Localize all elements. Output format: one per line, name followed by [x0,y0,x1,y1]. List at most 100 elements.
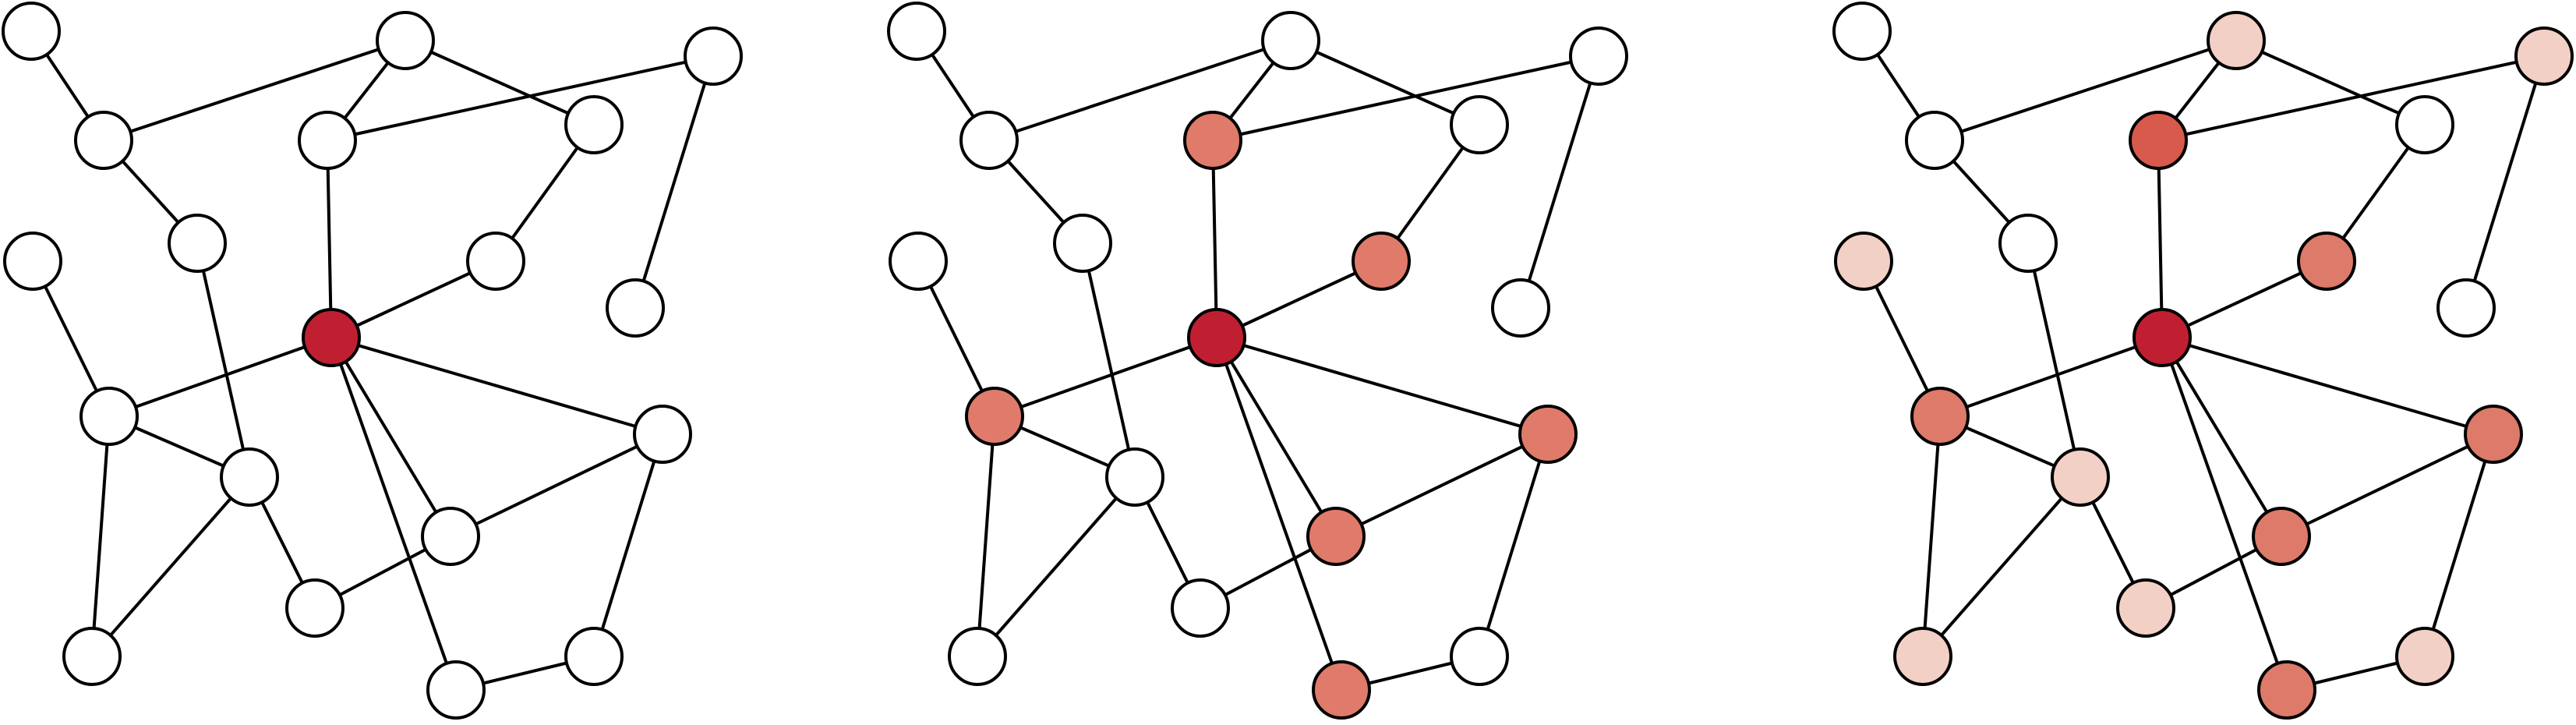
graph-node [959,111,1019,170]
graph-edge [2281,433,2494,538]
graph-edge [1939,336,2163,418]
graph-edge [330,336,663,436]
graph-node [1352,232,1411,291]
graph-node [285,578,345,638]
graph-node [1569,27,1628,86]
graph-edge [994,336,1217,418]
graph-node [606,278,665,338]
graph-node [564,95,624,154]
graph-edge [1216,336,1549,436]
graph-edge [976,476,1136,658]
graph-edge [1478,433,1549,657]
graph-edge [2157,140,2164,338]
graph-node [1998,214,2058,273]
graph-node [1905,111,1964,170]
graph-node [1893,627,1952,686]
graph-edge [1290,39,1480,126]
graph-edge [2161,336,2283,538]
graph-node [887,2,946,61]
graph-edge [1921,416,1942,657]
panel-1 [2,2,743,720]
graph-edge [592,433,664,657]
graph-edge [1212,55,1599,142]
graph-node [948,627,1007,686]
graph-node [74,111,133,170]
graph-node [1312,660,1371,720]
graph-node [2436,278,2496,338]
graph-node [1183,111,1242,170]
graph-edge [196,242,251,478]
graph-edge [2161,337,2288,691]
graph-edge [330,337,458,691]
graph-edge [2161,260,2327,339]
graph-edge [330,336,452,538]
graph-node [2257,660,2316,720]
graph-node [2514,27,2574,86]
graph-edge [1211,140,1218,338]
graph-node [1834,232,1893,291]
graph-edge [1934,39,2237,142]
graph-node [466,232,525,291]
graph-edge [90,476,251,658]
graph-node [376,11,435,70]
graph-edge [450,433,663,538]
graph-node [1306,507,1366,566]
graph-edge [90,416,111,657]
graph-edge [1921,476,2082,658]
graph-edge [976,416,996,657]
graph-node [2129,111,2188,170]
graph-node [2395,95,2454,154]
graph-node [220,447,279,507]
graph-edge [1215,336,1337,538]
graph-edge [405,39,595,126]
graph-edge [2161,336,2494,436]
graph-node [2,2,61,61]
graph-edge [2465,55,2546,309]
graph-node [62,627,122,686]
graph-node [2051,447,2110,507]
graph-edge [1519,55,1600,309]
graph-edge [1216,260,1382,339]
source-node [2133,308,2192,367]
graph-node [426,660,486,720]
graph-node [1491,278,1550,338]
graph-edge [2235,39,2426,126]
graph-node [2395,627,2454,686]
source-node [302,308,361,367]
graph-edge [108,336,332,418]
graph-node [1105,447,1164,507]
graph-node [2297,232,2356,291]
source-node [1187,308,1246,367]
graph-edge [327,55,714,142]
panel-3 [1832,2,2574,720]
graph-node [684,27,743,86]
graph-node [421,507,480,566]
graph-node [2207,11,2266,70]
graph-node [889,232,948,291]
graph-node [1261,11,1320,70]
graph-node [1450,95,1509,154]
graph-node [80,387,139,446]
graph-node [2252,507,2311,566]
graph-node [2116,578,2175,638]
graph-edge [1081,242,1136,478]
graph-edge [103,39,406,142]
graph-edge [2157,55,2545,142]
graph-node [1450,627,1509,686]
graph-node [1053,214,1112,273]
graph-node [1832,2,1892,61]
graph-node [564,627,624,686]
graph-node [1518,405,1578,464]
graph-edge [330,260,496,339]
graph-edge [1335,433,1549,538]
graph-edge [2423,433,2495,657]
graph-node [3,232,62,291]
graph-node [1910,387,1970,446]
graph-node [298,111,357,170]
graph-edge [2027,242,2082,478]
graph-node [633,405,692,464]
graph-node [168,214,227,273]
graph-edge [988,39,1292,142]
graph-node [965,387,1024,446]
